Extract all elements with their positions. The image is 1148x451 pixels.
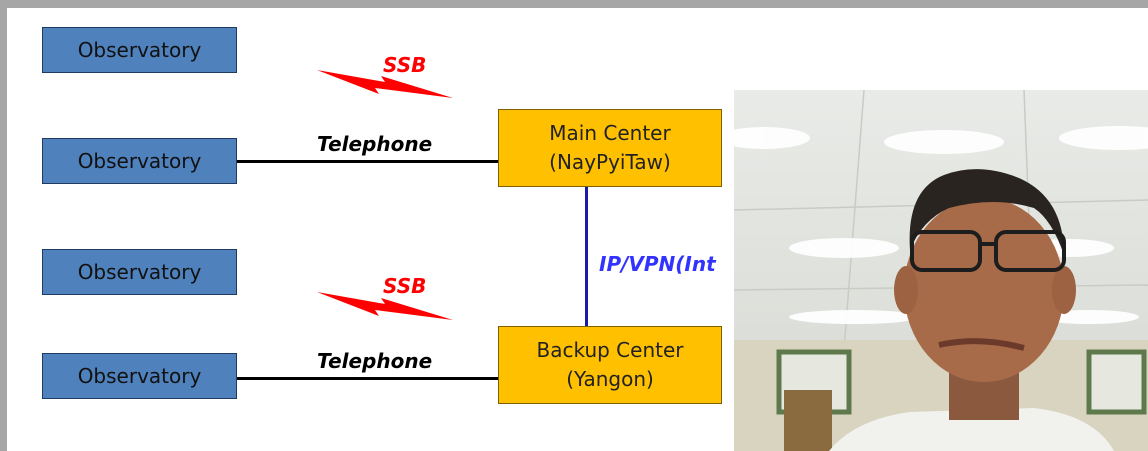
observatory-box-2: Observatory	[42, 138, 237, 184]
main-center-location: (NayPyiTaw)	[549, 150, 671, 174]
observatory-box-4: Observatory	[42, 353, 237, 399]
ssb-label-bottom: SSB	[383, 274, 427, 298]
telephone-line-bottom	[237, 377, 499, 380]
ip-vpn-line	[585, 187, 588, 326]
webcam-person-icon	[734, 90, 1148, 451]
main-center-box: Main Center (NayPyiTaw)	[498, 109, 722, 187]
backup-center-location: (Yangon)	[566, 367, 654, 391]
webcam-video-overlay	[734, 90, 1148, 451]
backup-center-title: Backup Center	[536, 338, 684, 362]
ssb-lightning-icon-top	[317, 70, 453, 98]
main-center-title: Main Center	[549, 121, 671, 145]
ssb-label-top: SSB	[383, 53, 427, 77]
telephone-line-top	[237, 160, 499, 163]
backup-center-box: Backup Center (Yangon)	[498, 326, 722, 404]
telephone-label-top: Telephone	[317, 132, 433, 156]
telephone-label-bottom: Telephone	[317, 349, 433, 373]
ip-vpn-label: IP/VPN(Int	[599, 252, 716, 276]
observatory-box-1: Observatory	[42, 27, 237, 73]
ssb-lightning-icon-bottom	[317, 292, 453, 320]
observatory-box-3: Observatory	[42, 249, 237, 295]
